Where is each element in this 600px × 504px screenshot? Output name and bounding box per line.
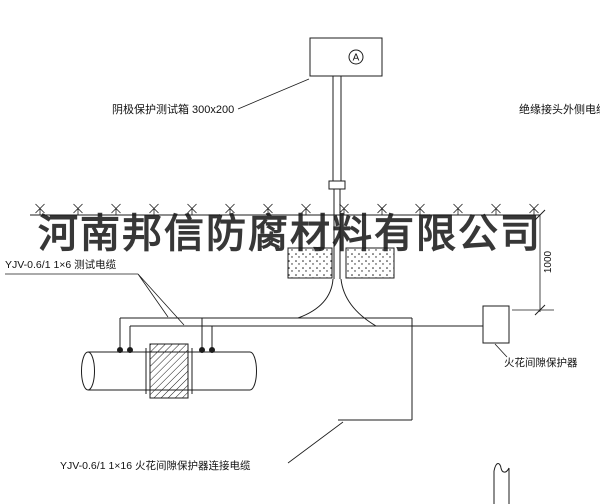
- test-cable-leader: [5, 273, 185, 326]
- dimension-1000: 1000: [512, 209, 554, 316]
- conduit: [328, 76, 346, 279]
- test-cable-label: YJV-0.6/1 1×6 测试电缆: [5, 258, 117, 271]
- cable-weld-dots: [117, 347, 215, 353]
- test-box-leader: [237, 78, 310, 110]
- spark-gap-label: 火花间隙保护器: [504, 356, 578, 369]
- pipe-end-cap: [81, 351, 95, 391]
- pipe-cut-end: [249, 351, 257, 391]
- test-box-label: 阴极保护测试箱 300x200: [112, 102, 234, 116]
- meter-symbol: A: [348, 49, 364, 65]
- pipe-break-symbol: [493, 463, 510, 504]
- company-watermark: 河南邦信防腐材料有限公司: [38, 211, 542, 256]
- pipe: [81, 343, 257, 399]
- cable-routes: [119, 278, 483, 421]
- spark-gap-leader: [494, 343, 508, 358]
- protector-cable-label: YJV-0.6/1 1×16 火花间隙保护器连接电缆: [60, 459, 251, 472]
- ground-line: [30, 203, 540, 216]
- meter-symbol-letter: A: [353, 53, 360, 64]
- concrete-blocks: [287, 247, 395, 279]
- spark-gap-protector: [482, 305, 510, 358]
- protector-cable-leader: [287, 421, 344, 464]
- insulating-joint: [145, 343, 193, 399]
- label-leaders: [5, 78, 344, 464]
- conduit-coupling: [328, 180, 346, 190]
- dimension-text: 1000: [543, 250, 554, 273]
- outer-cable-label: 绝缘接头外侧电缆: [519, 102, 600, 116]
- test-box: A: [309, 37, 383, 77]
